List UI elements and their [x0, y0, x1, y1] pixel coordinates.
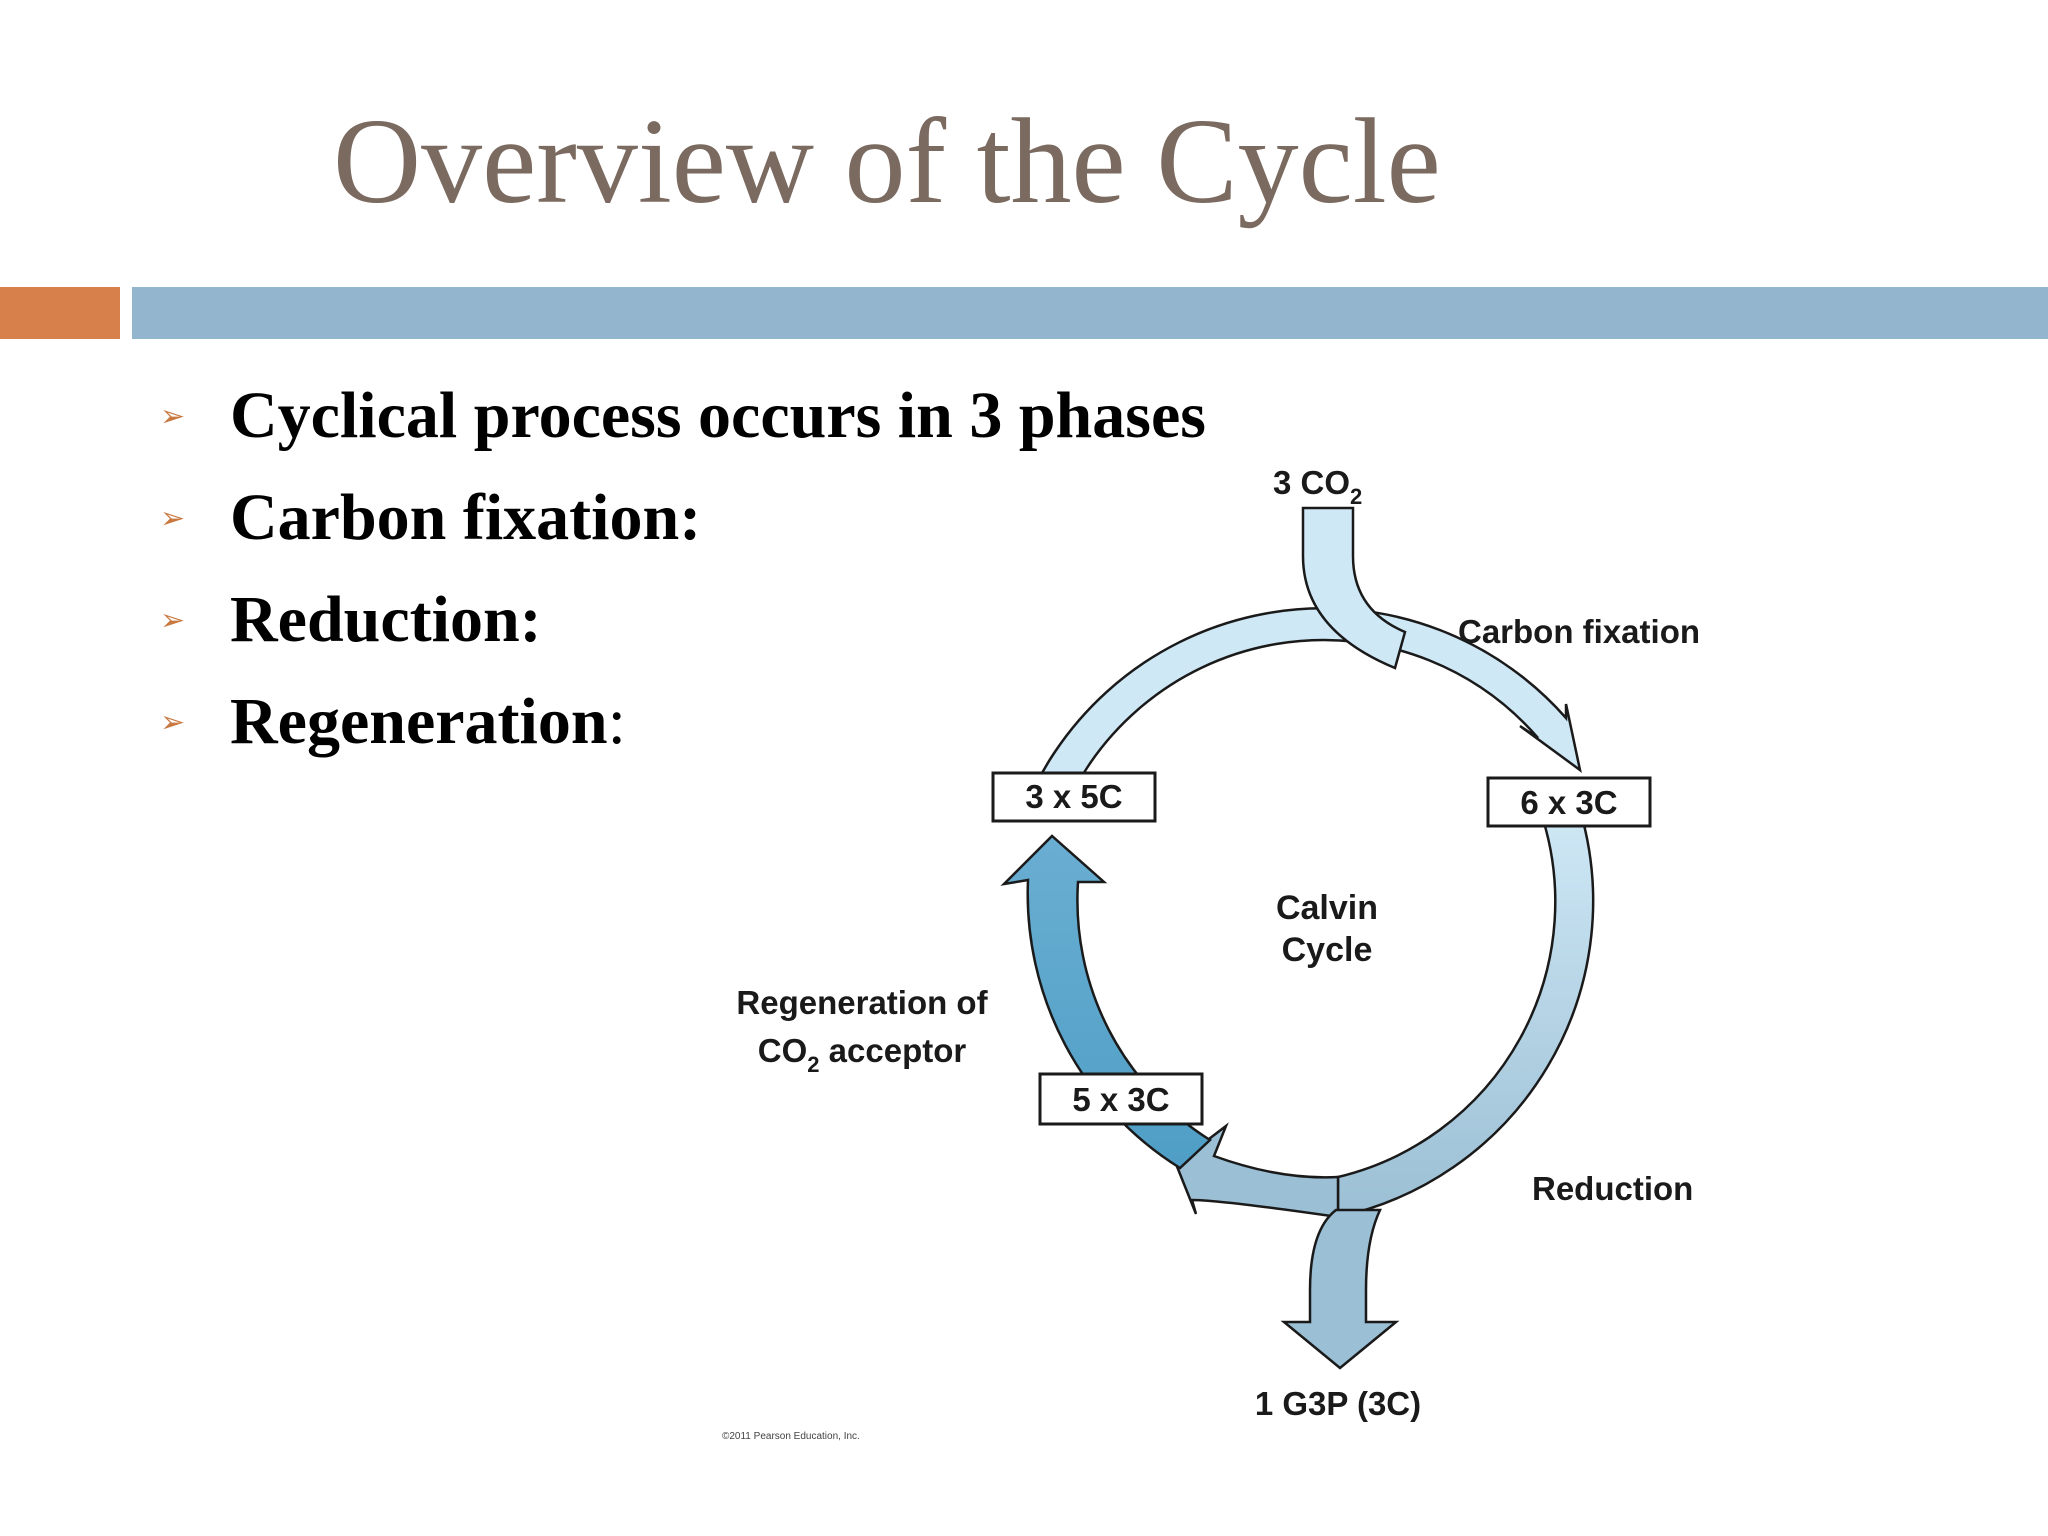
center-label-line2: Cycle	[1282, 931, 1373, 969]
box-3x5c: 3 x 5C	[991, 771, 1157, 823]
bullet-suffix: :	[607, 685, 626, 758]
bullet-text: Reduction:	[230, 583, 542, 656]
co2-input-label: 3 CO2	[1273, 464, 1362, 509]
bullet-text: Cyclical process occurs in 3 phases	[230, 379, 1206, 452]
g3p-output-arrow	[1280, 1208, 1400, 1370]
co2-input-subscript: 2	[1350, 484, 1362, 509]
list-item: ➢ Cyclical process occurs in 3 phases	[160, 365, 1206, 467]
arrow-bullet-icon: ➢	[160, 398, 186, 434]
box-6x3c-label: 6 x 3C	[1520, 784, 1617, 821]
arrow-bullet-icon: ➢	[160, 500, 186, 536]
copyright-credit: ©2011 Pearson Education, Inc.	[722, 1431, 860, 1442]
box-3x5c-label: 3 x 5C	[1025, 778, 1122, 815]
box-5x3c-label: 5 x 3C	[1072, 1081, 1169, 1118]
carbon-fixation-label: Carbon fixation	[1458, 613, 1700, 650]
center-label-line1: Calvin	[1276, 889, 1378, 927]
title-accent-bar	[0, 287, 120, 339]
regeneration-label-line2: CO2 acceptor	[758, 1032, 967, 1077]
box-6x3c: 6 x 3C	[1486, 776, 1652, 828]
bullet-text: Regeneration	[230, 685, 608, 758]
regeneration-label-line1: Regeneration of	[736, 984, 988, 1021]
arrow-bullet-icon: ➢	[160, 704, 186, 740]
g3p-output-label: 1 G3P (3C)	[1255, 1385, 1421, 1422]
list-item: ➢ Reduction:	[160, 569, 1206, 671]
carbon-fixation-arc	[1019, 607, 1582, 820]
reduction-label: Reduction	[1532, 1170, 1693, 1207]
page-title: Overview of the Cycle	[333, 94, 1441, 229]
co2-input-arrow	[1301, 506, 1407, 670]
regeneration-co2-main: CO	[758, 1032, 808, 1069]
list-item: ➢ Carbon fixation:	[160, 467, 1206, 569]
list-item: ➢ Regeneration:	[160, 671, 1206, 773]
bullet-text: Carbon fixation:	[230, 481, 702, 554]
box-5x3c: 5 x 3C	[1038, 1072, 1204, 1126]
arrow-bullet-icon: ➢	[160, 602, 186, 638]
co2-input-main: 3 CO	[1273, 464, 1350, 501]
bullet-list: ➢ Cyclical process occurs in 3 phases ➢ …	[160, 365, 1206, 773]
reduction-arc	[1336, 808, 1595, 1219]
title-divider-bar	[132, 287, 2048, 339]
regeneration-acceptor-text: acceptor	[820, 1032, 967, 1069]
regeneration-co2-subscript: 2	[807, 1052, 819, 1077]
